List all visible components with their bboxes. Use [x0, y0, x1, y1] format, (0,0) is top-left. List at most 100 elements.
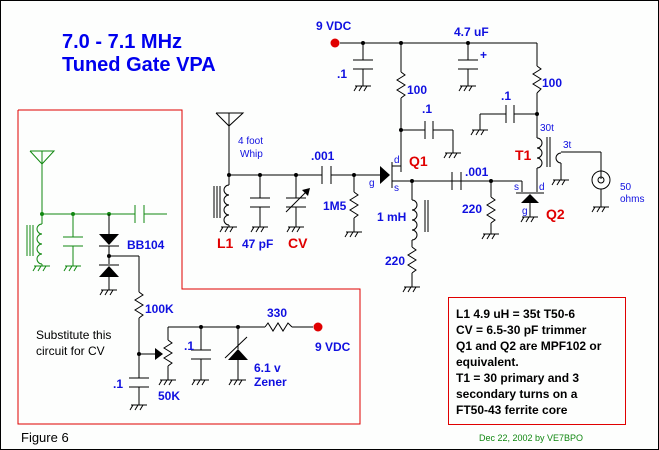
ground-icon — [129, 404, 148, 411]
note-line: secondary turns on a — [456, 387, 578, 401]
zener-bypass-cap-label: .1 — [184, 339, 194, 353]
alt-inductor — [26, 214, 51, 272]
q1-label: Q1 — [409, 153, 428, 169]
variable-capacitor-cv — [285, 175, 310, 233]
q2-source-resistor — [481, 181, 500, 240]
bias-resistor-100k — [134, 256, 144, 378]
supply-bypass-cap-label: .1 — [337, 67, 347, 81]
note-line: equivalent. — [456, 355, 519, 369]
source-choke-label: 1 mH — [377, 210, 406, 224]
note-line: CV = 6.5-30 pF trimmer — [456, 323, 587, 337]
source-resistor — [402, 246, 421, 293]
t1-primary-turns: 30t — [540, 123, 554, 134]
substitute-circuit-box — [17, 109, 361, 425]
gate-resistor — [344, 175, 363, 238]
t1-transformer — [536, 137, 601, 186]
q2-source-pin: s — [514, 182, 519, 193]
output-label-line2: ohms — [620, 194, 644, 205]
coupling-cap-2-label: .001 — [465, 165, 489, 179]
tuning-potentiometer[interactable] — [139, 327, 177, 386]
l1-label: L1 — [217, 235, 234, 251]
q1-gate-pin: g — [369, 178, 375, 189]
title-circuit: Tuned Gate VPA — [62, 54, 216, 76]
ground-icon — [443, 152, 462, 159]
output-label-line1: 50 — [620, 182, 632, 193]
q1-source-pin: s — [394, 183, 399, 194]
coax-output-connector-icon[interactable] — [591, 152, 611, 213]
ground-icon — [481, 233, 500, 240]
bias-filter-capacitor — [129, 377, 149, 411]
supply-terminal — [330, 38, 340, 48]
coupling-cap-1-label: .001 — [311, 149, 335, 163]
gate-resistor-label: 1M5 — [323, 199, 347, 213]
dropping-resistor — [264, 322, 313, 332]
ground-icon — [402, 286, 421, 293]
t1-label: T1 — [515, 147, 532, 163]
dropping-resistor-label: 330 — [267, 306, 287, 320]
polarity-mark: + — [480, 48, 487, 62]
note-line: T1 = 30 primary and 3 — [456, 371, 579, 385]
zener-label-line1: 6.1 v — [254, 361, 281, 375]
main-circuit: 9 VDC .1 100 .1 — [213, 19, 644, 293]
varactor-label: BB104 — [127, 238, 165, 252]
substitute-caption-line2: circuit for CV — [36, 344, 105, 358]
q2-source-resistor-label: 220 — [462, 202, 482, 216]
note-line: L1 4.9 uH = 35t T50-6 — [456, 307, 575, 321]
antenna-label-line2: Whip — [240, 149, 263, 160]
zener-bypass-capacitor — [191, 327, 211, 386]
notes: L1 4.9 uH = 35t T50-6 CV = 6.5-30 pF tri… — [456, 307, 602, 417]
supply-bypass-capacitor — [353, 43, 373, 92]
q1-jfet — [380, 162, 470, 188]
substitute-caption-line1: Substitute this — [36, 328, 111, 342]
antenna-label-line1: 4 foot — [238, 136, 263, 147]
figure-label: Figure 6 — [21, 430, 69, 445]
ground-icon — [353, 85, 372, 92]
ground-icon — [551, 179, 570, 186]
q1-drain-pin: d — [394, 155, 400, 166]
ground-icon — [32, 265, 51, 272]
capacitor-47pf — [250, 175, 270, 233]
alt-capacitor — [63, 214, 83, 272]
q1-drain-resistor — [396, 43, 406, 172]
t1-bypass-capacitor — [470, 105, 537, 136]
zener-diode — [224, 327, 248, 386]
alt-coupling-capacitor — [134, 205, 167, 223]
bias-filter-cap-label: .1 — [113, 377, 123, 391]
alt-antenna-icon — [29, 150, 56, 214]
ground-icon — [158, 379, 177, 386]
note-line: FT50-43 ferrite core — [456, 403, 568, 417]
t1-bypass-cap-label: .1 — [501, 89, 511, 103]
ground-icon — [191, 379, 210, 386]
q1-drain-resistor-label: 100 — [407, 83, 427, 97]
q2-jfet — [516, 168, 544, 223]
t1-feed-resistor-label: 100 — [542, 76, 562, 90]
ground-icon — [520, 216, 539, 223]
source-choke — [411, 181, 429, 247]
alt-supply-terminal — [313, 322, 323, 332]
alt-supply-label: 9 VDC — [315, 340, 351, 354]
ground-icon — [228, 379, 247, 386]
whip-antenna-icon — [215, 112, 245, 175]
zener-label-line2: Zener — [254, 375, 287, 389]
t1-secondary-turns: 3t — [563, 140, 572, 151]
ground-icon — [99, 289, 118, 296]
l1-inductor — [213, 175, 238, 233]
ground-icon — [458, 85, 477, 92]
q1-drain-cap-label: .1 — [422, 102, 432, 116]
q2-drain-pin: d — [539, 182, 545, 193]
ground-icon — [286, 226, 305, 233]
q2-gate-pin: g — [522, 206, 528, 217]
source-resistor-label: 220 — [385, 254, 405, 268]
q1-drain-capacitor — [401, 121, 462, 159]
potentiometer-label: 50K — [158, 389, 180, 403]
electrolytic-capacitor — [458, 43, 478, 92]
bias-resistor-label: 100K — [145, 302, 174, 316]
bb104-varactor-diodes — [99, 214, 119, 296]
note-line: Q1 and Q2 are MPF102 or — [456, 339, 602, 353]
ground-icon — [591, 206, 610, 213]
supply-label: 9 VDC — [316, 19, 352, 33]
ground-icon — [344, 231, 363, 238]
q2-label: Q2 — [546, 206, 565, 222]
